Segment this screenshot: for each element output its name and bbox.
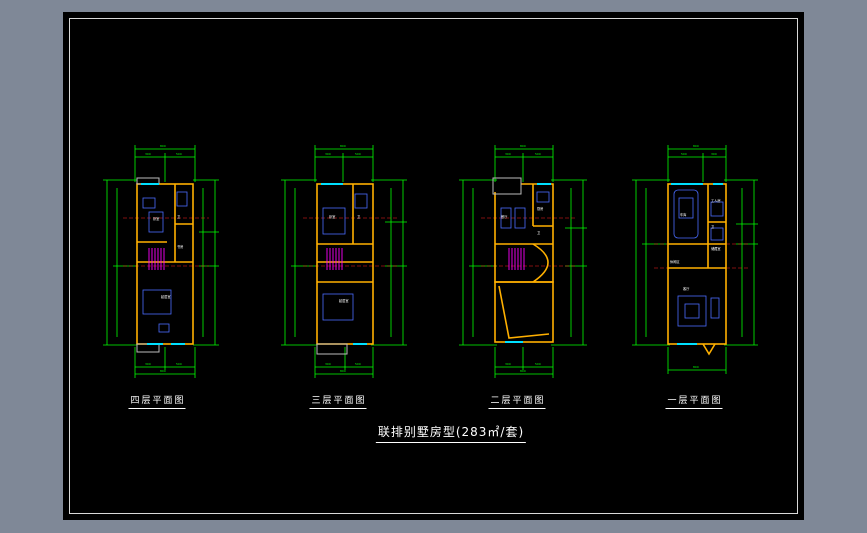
svg-text:起居室: 起居室 (161, 294, 171, 299)
svg-text:300: 300 (145, 152, 151, 156)
svg-text:300: 300 (145, 362, 151, 366)
svg-text:500: 500 (355, 152, 361, 156)
svg-text:卧室: 卧室 (153, 216, 159, 221)
floor-label-1: 一层平面图 (665, 393, 723, 409)
svg-text:书房: 书房 (177, 244, 183, 249)
svg-text:500: 500 (176, 152, 182, 156)
floor-plan-4: 800 300 500 300 500 800 (103, 144, 219, 378)
svg-text:300: 300 (505, 362, 511, 366)
floor-plans-svg: 800 300 500 300 500 800 (103, 144, 758, 378)
svg-text:800: 800 (160, 369, 166, 373)
svg-text:卫: 卫 (357, 215, 361, 219)
svg-text:卫: 卫 (711, 225, 715, 229)
svg-text:餐厅: 餐厅 (501, 214, 508, 219)
svg-text:300: 300 (711, 152, 717, 156)
drawing-sheet: 800 300 500 300 500 800 (63, 12, 804, 520)
svg-text:500: 500 (176, 362, 182, 366)
svg-text:工人房: 工人房 (711, 198, 721, 203)
drawing-title: 联排别墅房型(283㎡/套) (375, 425, 527, 443)
floor-plan-2: 800 300 500 300 500 800 (459, 144, 587, 378)
svg-text:车库: 车库 (680, 212, 687, 217)
drawing-frame (69, 18, 798, 514)
svg-text:800: 800 (340, 144, 346, 148)
svg-text:储藏室: 储藏室 (711, 246, 721, 251)
svg-text:卫: 卫 (177, 215, 181, 219)
svg-text:休闲区: 休闲区 (670, 259, 680, 264)
svg-text:客厅: 客厅 (683, 286, 690, 291)
svg-text:800: 800 (520, 144, 526, 148)
svg-text:800: 800 (160, 144, 166, 148)
svg-text:卧室: 卧室 (329, 214, 335, 219)
svg-text:800: 800 (693, 144, 699, 148)
svg-text:500: 500 (681, 152, 687, 156)
svg-text:300: 300 (325, 362, 331, 366)
floor-label-4: 四层平面图 (128, 393, 186, 409)
svg-text:800: 800 (340, 369, 346, 373)
svg-text:500: 500 (355, 362, 361, 366)
floor-label-3: 三层平面图 (309, 393, 367, 409)
svg-text:800: 800 (693, 365, 699, 369)
svg-text:厨房: 厨房 (537, 206, 543, 211)
svg-text:卫: 卫 (537, 231, 541, 235)
svg-text:500: 500 (535, 152, 541, 156)
svg-text:500: 500 (535, 362, 541, 366)
svg-text:800: 800 (520, 369, 526, 373)
svg-text:300: 300 (325, 152, 331, 156)
svg-text:300: 300 (505, 152, 511, 156)
svg-text:起居室: 起居室 (339, 298, 349, 303)
floor-label-2: 二层平面图 (488, 393, 546, 409)
